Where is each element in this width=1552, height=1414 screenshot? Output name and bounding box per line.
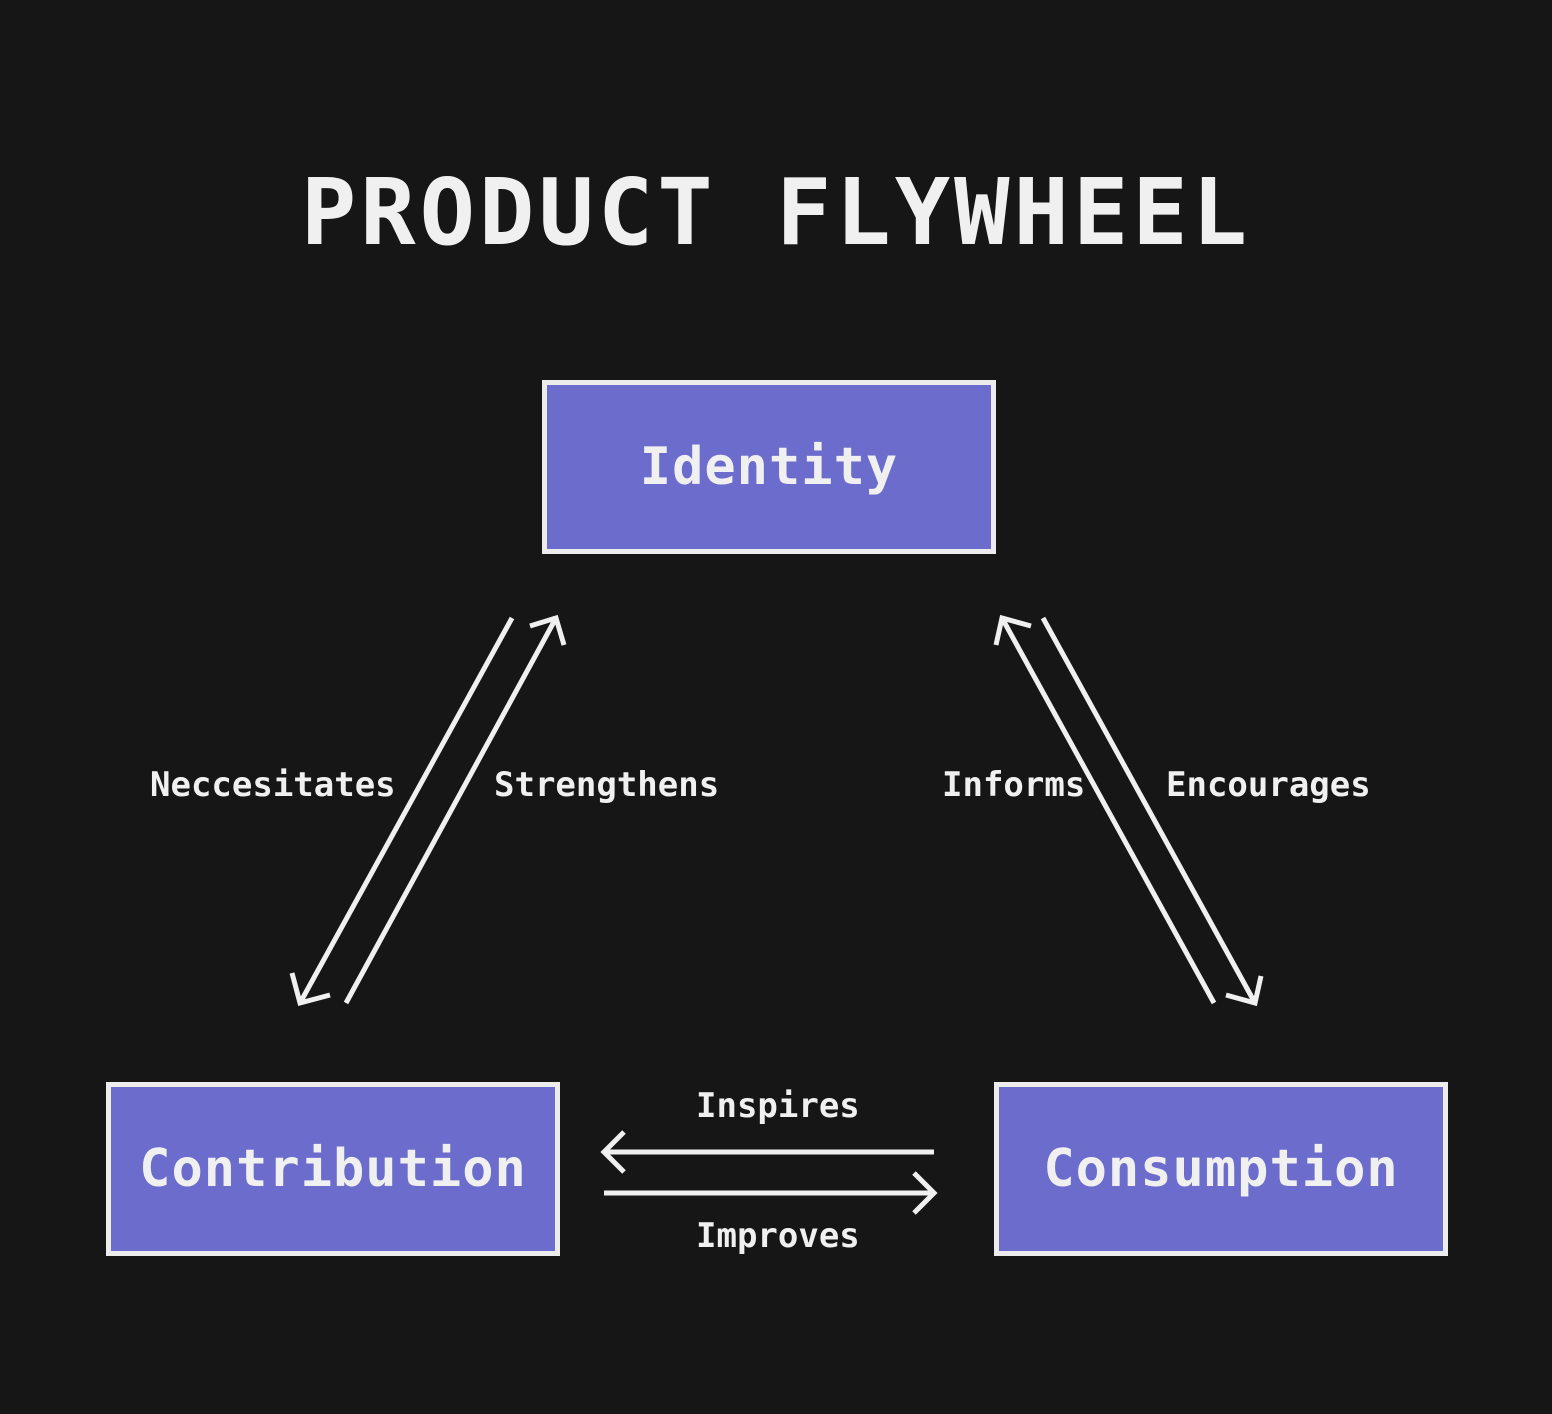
edge-label-inspires: Inspires	[696, 1086, 860, 1126]
edge-label-encourages: Encourages	[1166, 765, 1371, 805]
node-consumption-label: Consumption	[1043, 1139, 1399, 1199]
arrowhead-contribution-to-consumption	[912, 1171, 938, 1215]
node-contribution-label: Contribution	[139, 1139, 527, 1199]
edge-label-strengthens: Strengthens	[494, 765, 720, 805]
diagram-title: PRODUCT FLYWHEEL	[300, 159, 1252, 266]
arrow-consumption-to-identity	[999, 616, 1217, 1005]
node-contribution: Contribution	[106, 1082, 560, 1256]
arrowhead-identity-to-contribution	[289, 972, 331, 1007]
arrow-contribution-to-identity	[343, 616, 559, 1005]
arrow-identity-to-contribution	[297, 616, 515, 1005]
arrowhead-contribution-to-identity	[529, 614, 567, 646]
arrow-identity-to-consumption	[1040, 616, 1258, 1005]
node-identity-label: Identity	[639, 437, 899, 497]
arrowhead-identity-to-consumption	[1225, 975, 1264, 1007]
node-identity: Identity	[542, 380, 996, 554]
edge-label-informs: Informs	[942, 765, 1086, 805]
node-consumption: Consumption	[994, 1082, 1448, 1256]
edge-label-neccesitates: Neccesitates	[150, 765, 396, 805]
arrowhead-consumption-to-contribution	[600, 1130, 626, 1174]
arrowhead-consumption-to-identity	[993, 614, 1032, 646]
edge-label-improves: Improves	[696, 1216, 860, 1256]
